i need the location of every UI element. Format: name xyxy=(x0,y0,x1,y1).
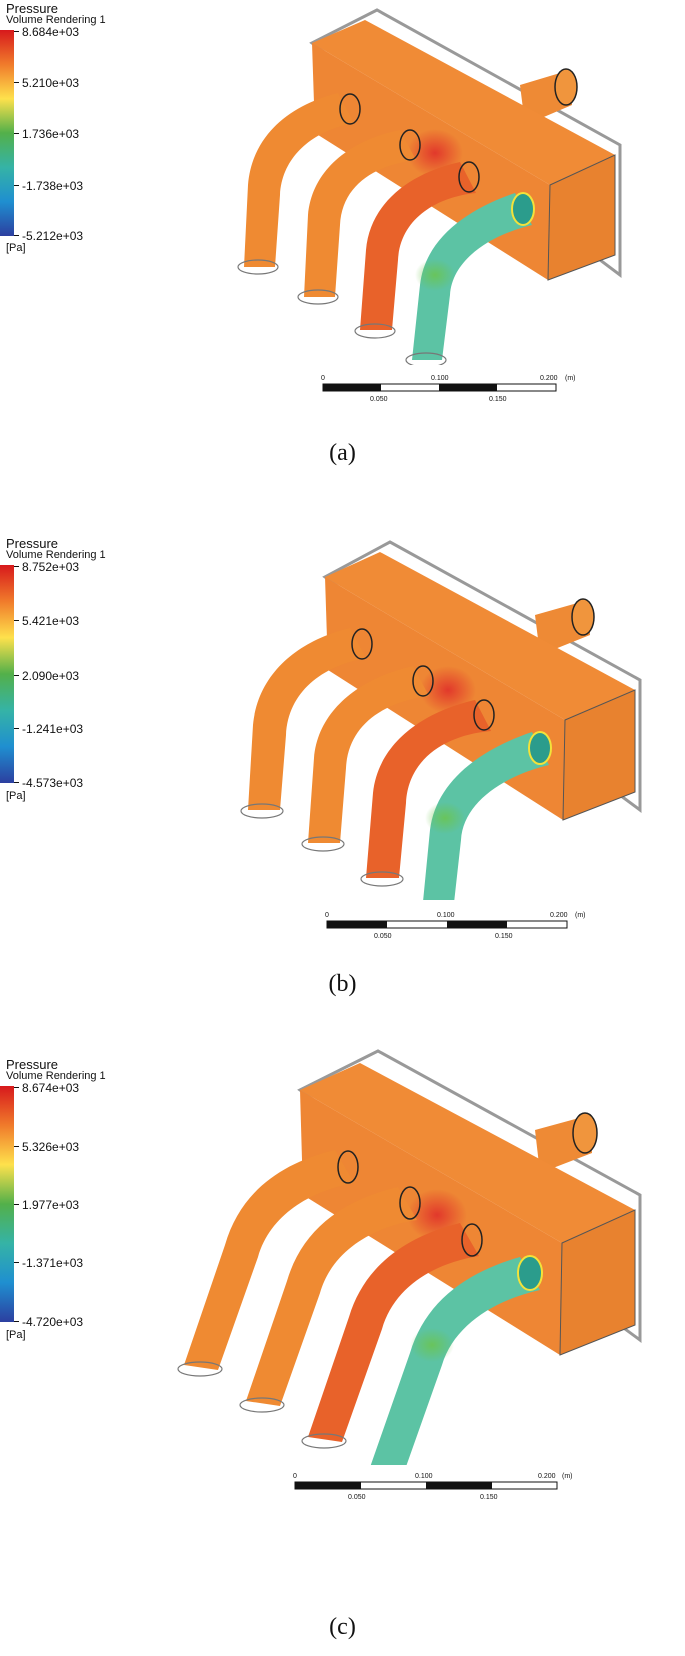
inlet-pipe-3 xyxy=(301,1223,483,1449)
scale-label-100: 0.100 xyxy=(415,1473,433,1480)
scale-bar: 0 0.100 0.200 (m) 0.050 0.150 xyxy=(293,1473,573,1501)
outlet-pipe xyxy=(535,598,595,655)
tick-mark xyxy=(14,728,19,729)
inlet-pipe-2 xyxy=(297,129,421,305)
scale-label-100: 0.100 xyxy=(437,912,455,919)
legend-tick-2: 5.326e+03 xyxy=(22,1140,80,1154)
legend-title: Pressure xyxy=(6,1057,59,1072)
panel-c: Pressure Volume Rendering 1 8.674e+03 5.… xyxy=(0,1049,685,1656)
tick-mark xyxy=(14,185,19,186)
scale-label-150: 0.150 xyxy=(480,1494,498,1501)
scale-label-050: 0.050 xyxy=(374,933,392,940)
scale-label-200: 0.200 xyxy=(540,375,558,382)
inlet-pipe-1 xyxy=(177,1150,359,1377)
legend-unit: [Pa] xyxy=(6,790,26,802)
colorbar xyxy=(0,1086,14,1322)
pressure-legend: Pressure Volume Rendering 1 8.684e+03 5.… xyxy=(0,0,200,260)
inlet-pipe-2 xyxy=(239,1186,421,1413)
inlet-pipe-4 xyxy=(423,731,552,900)
figure-caption: (c) xyxy=(329,1614,356,1640)
pressure-field-render xyxy=(237,8,622,365)
tick-mark xyxy=(14,1321,19,1322)
scale-label-100: 0.100 xyxy=(431,375,449,382)
legend-tick-min: -5.212e+03 xyxy=(22,229,84,243)
scale-label-unit: (m) xyxy=(565,375,576,382)
tick-mark xyxy=(14,1262,19,1263)
inlet-pipe-4 xyxy=(405,192,535,365)
legend-subtitle: Volume Rendering 1 xyxy=(6,549,106,561)
inlet-pipe-1 xyxy=(237,93,361,275)
scale-label-150: 0.150 xyxy=(495,933,513,940)
figure-caption: (b) xyxy=(328,971,357,997)
inlet-pipe-1 xyxy=(240,628,373,819)
scale-bar: 0 0.100 0.200 (m) 0.050 0.150 xyxy=(321,375,576,403)
legend-subtitle: Volume Rendering 1 xyxy=(6,14,106,26)
tick-mark xyxy=(14,235,19,236)
legend-tick-min: -4.573e+03 xyxy=(22,776,84,790)
legend-tick-max: 8.752e+03 xyxy=(22,560,80,574)
pressure-field-render xyxy=(177,1049,642,1465)
legend-subtitle: Volume Rendering 1 xyxy=(6,1070,106,1082)
scale-label-050: 0.050 xyxy=(348,1494,366,1501)
legend-tick-max: 8.674e+03 xyxy=(22,1081,80,1095)
panel-b: Pressure Volume Rendering 1 8.752e+03 5.… xyxy=(0,535,685,1035)
scale-label-unit: (m) xyxy=(575,912,586,919)
inlet-pipe-2 xyxy=(301,665,434,852)
legend-tick-4: -1.241e+03 xyxy=(22,722,84,736)
tick-mark xyxy=(14,675,19,676)
legend-tick-4: -1.738e+03 xyxy=(22,179,84,193)
legend-title: Pressure xyxy=(6,536,59,551)
scale-label-0: 0 xyxy=(321,375,325,382)
pressure-legend: Pressure Volume Rendering 1 8.752e+03 5.… xyxy=(0,535,200,802)
tick-mark xyxy=(14,566,19,567)
inlet-pipe-3 xyxy=(360,699,495,887)
tick-mark xyxy=(14,1087,19,1088)
scale-label-200: 0.200 xyxy=(538,1473,556,1480)
outlet-pipe xyxy=(535,1112,598,1173)
legend-tick-3: 1.736e+03 xyxy=(22,127,80,141)
legend-tick-min: -4.720e+03 xyxy=(22,1315,84,1329)
tick-mark xyxy=(14,31,19,32)
legend-title: Pressure xyxy=(6,1,59,16)
legend-tick-max: 8.684e+03 xyxy=(22,25,80,39)
tick-mark xyxy=(14,1146,19,1147)
scale-label-050: 0.050 xyxy=(370,396,388,403)
scale-label-200: 0.200 xyxy=(550,912,568,919)
legend-unit: [Pa] xyxy=(6,242,26,254)
inlet-pipe-3 xyxy=(354,161,480,339)
legend-tick-4: -1.371e+03 xyxy=(22,1256,84,1270)
pressure-field-render xyxy=(240,540,642,900)
tick-mark xyxy=(14,133,19,134)
tick-mark xyxy=(14,620,19,621)
legend-tick-3: 2.090e+03 xyxy=(22,669,80,683)
colorbar xyxy=(0,30,14,236)
scale-label-0: 0 xyxy=(293,1473,297,1480)
inlet-pipe-4 xyxy=(370,1255,543,1465)
panel-a: Pressure Volume Rendering 1 8.684e+03 5.… xyxy=(0,0,685,466)
scale-label-150: 0.150 xyxy=(489,396,507,403)
legend-tick-3: 1.977e+03 xyxy=(22,1198,80,1212)
tick-mark xyxy=(14,82,19,83)
legend-tick-2: 5.210e+03 xyxy=(22,76,80,90)
colorbar xyxy=(0,565,14,783)
scale-bar: 0 0.100 0.200 (m) 0.050 0.150 xyxy=(325,912,586,940)
pressure-legend: Pressure Volume Rendering 1 8.674e+03 5.… xyxy=(0,1058,200,1350)
scale-label-0: 0 xyxy=(325,912,329,919)
figure-caption: (a) xyxy=(329,440,356,466)
tick-mark xyxy=(14,782,19,783)
scale-label-unit: (m) xyxy=(562,1473,573,1480)
legend-unit: [Pa] xyxy=(6,1329,26,1341)
legend-tick-2: 5.421e+03 xyxy=(22,614,80,628)
tick-mark xyxy=(14,1204,19,1205)
